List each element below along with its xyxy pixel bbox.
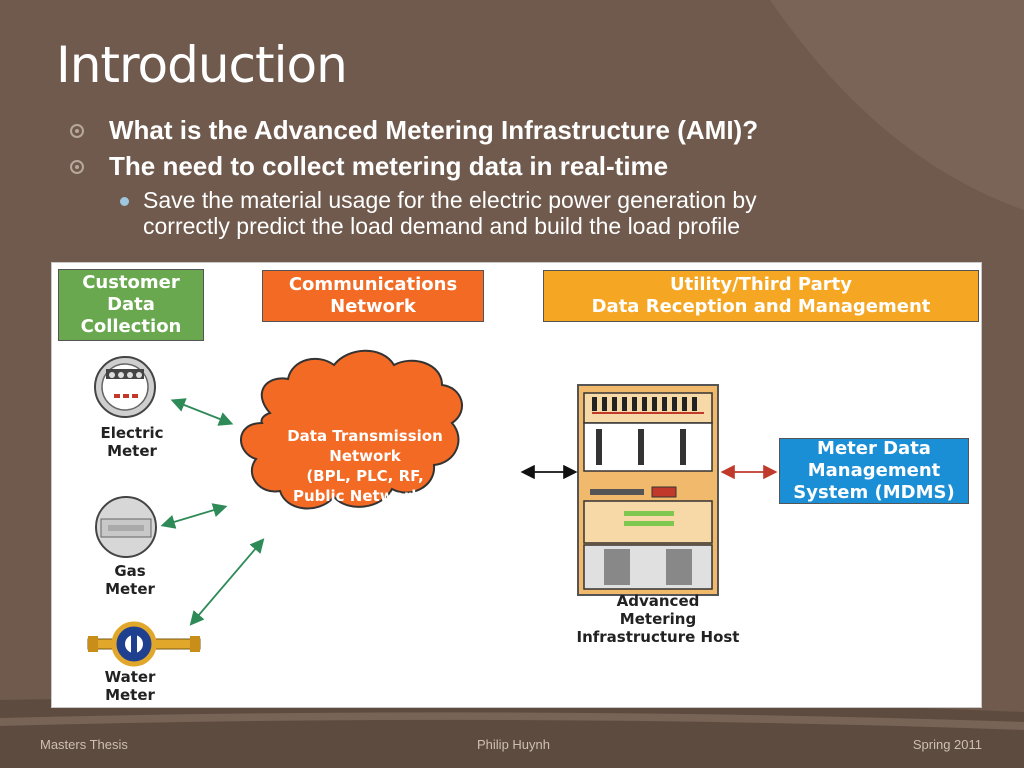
rack-slot [682,397,687,411]
footer-left: Masters Thesis [40,737,128,752]
bullet-ami-question: What is the Advanced Metering Infrastruc… [109,115,759,145]
communications-network-header: Communications Network [262,270,484,322]
bullet-icon [70,160,84,174]
ami-host-rack-bars [592,397,697,465]
gas-meter-label: Gas Meter [105,562,155,598]
rack-slot [652,397,657,411]
footer-right: Spring 2011 [912,737,982,752]
rack-divider [680,429,686,465]
sub-bullet-dot [120,197,129,206]
electric-to-network-arrow [170,398,234,426]
rack-slot [632,397,637,411]
customer-header-label: Customer Data Collection [80,272,182,337]
rack-slot [672,397,677,411]
rack-divider [638,429,644,465]
rack-slot [602,397,607,411]
bullet-realtime-need: The need to collect metering data in rea… [109,151,669,181]
rack-slot [642,397,647,411]
gas-to-network-arrow [160,503,228,529]
sub-bullet-text: Save the material usage for the electric… [143,187,757,239]
rack-divider [596,429,602,465]
rack-slot [592,397,597,411]
network-cloud-label: Data Transmission Network (BPL, PLC, RF,… [287,427,443,505]
water-meter-icon [87,621,201,667]
ami-host-server-icon [577,384,719,596]
bullet-icon [70,124,84,138]
ami-diagram: Customer Data Collection Communications … [51,262,982,708]
slide-title: Introduction [56,36,348,94]
water-meter-label: Water Meter [104,668,156,704]
footer-center: Philip Huynh [477,737,550,752]
customer-data-collection-header: Customer Data Collection [58,269,204,341]
mdms-box: Meter Data Management System (MDMS) [779,438,969,504]
utility-data-management-header: Utility/Third Party Data Reception and M… [543,270,979,322]
ami-host-label: Advanced Metering Infrastructure Host [576,592,740,646]
electric-meter-icon [94,356,156,418]
water-to-network-arrow [189,538,265,626]
rack-slot [622,397,627,411]
electric-meter-label: Electric Meter [100,424,164,460]
mdms-label: Meter Data Management System (MDMS) [793,438,955,503]
rack-slot [612,397,617,411]
rack-slot [662,397,667,411]
rack-slot [692,397,697,411]
diagram-graphics [87,349,778,667]
network-cloud [240,349,463,510]
gas-meter-icon [95,496,157,558]
communications-header-label: Communications Network [288,274,458,317]
utility-header-label: Utility/Third Party Data Reception and M… [591,274,931,317]
